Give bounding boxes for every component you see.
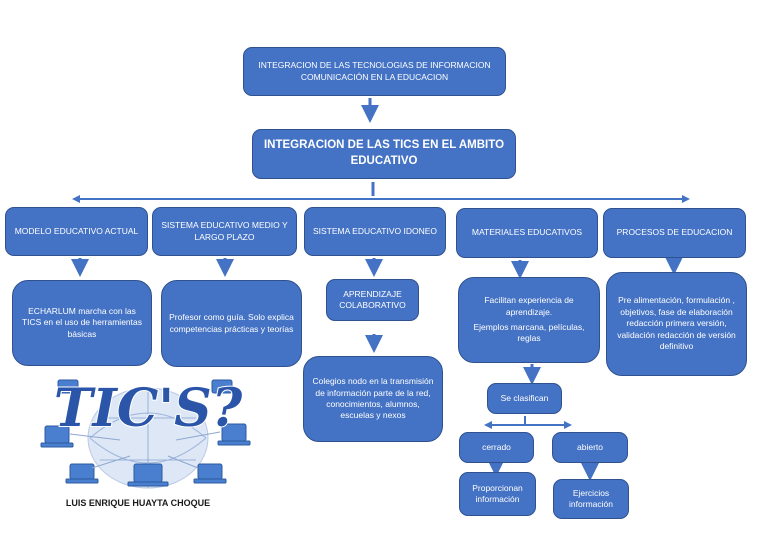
branch-detail-text: ECHARLUM marcha con las TICS en el uso d… <box>21 305 142 339</box>
branch-heading: MODELO EDUCATIVO ACTUAL <box>14 225 139 236</box>
branch-heading: SISTEMA EDUCATIVO IDONEO <box>312 225 438 236</box>
branch-detail-text: Profesor como guía. Solo explica compete… <box>169 312 294 334</box>
subtitle-box: INTEGRACION DE LAS TICS EN EL AMBITO EDU… <box>252 129 516 179</box>
branch-materiales: MATERIALES EDUCATIVOS <box>456 208 598 258</box>
branch-detail2-text: Colegios nodo en la transmisión de infor… <box>312 376 434 421</box>
type-label: cerrado <box>482 441 511 452</box>
branch-detail-text: APRENDIZAJE COLABORATIVO <box>339 288 406 310</box>
classify-arrow-right <box>564 421 572 429</box>
branch-detail-text: Pre alimentación, formulación , objetivo… <box>617 295 736 352</box>
branch-sistema-medio-detail: Profesor como guía. Solo explica compete… <box>161 280 302 367</box>
branch-aprendizaje-box: APRENDIZAJE COLABORATIVO <box>326 279 419 321</box>
type-desc: Proporcionan información <box>472 482 523 504</box>
type-cerrado-desc: Proporcionan información <box>459 472 536 516</box>
logo-text: TIC'S? <box>54 378 243 439</box>
type-desc: Ejercicios información <box>569 487 613 509</box>
branch-colegios-box: Colegios nodo en la transmisión de infor… <box>303 356 443 442</box>
branch-detail-text: Facilitan experiencia de aprendizaje. <box>484 295 574 317</box>
type-cerrado-box: cerrado <box>459 432 534 463</box>
author-name: LUIS ENRIQUE HUAYTA CHOQUE <box>65 498 211 508</box>
title-box: INTEGRACION DE LAS TECNOLOGIAS DE INFORM… <box>243 47 506 96</box>
branch-modelo-educativo: MODELO EDUCATIVO ACTUAL <box>5 207 148 256</box>
type-label: abierto <box>577 441 603 452</box>
branch-sistema-idoneo: SISTEMA EDUCATIVO IDONEO <box>304 207 446 256</box>
classify-box: Se clasifican <box>487 383 562 414</box>
classify-arrow-left <box>484 421 492 429</box>
classify-text: Se clasifican <box>500 392 549 403</box>
arrowhead-right <box>682 195 690 203</box>
branch-modelo-detail: ECHARLUM marcha con las TICS en el uso d… <box>12 280 152 366</box>
tics-logo-illustration: TIC'S? <box>40 377 251 489</box>
branch-procesos: PROCESOS DE EDUCACION <box>603 208 746 258</box>
arrowhead-left <box>72 195 80 203</box>
type-abierto-box: abierto <box>552 432 628 463</box>
branch-procesos-detail: Pre alimentación, formulación , objetivo… <box>606 272 747 376</box>
type-abierto-desc: Ejercicios información <box>553 479 629 519</box>
branch-heading: MATERIALES EDUCATIVOS <box>471 227 583 238</box>
branch-sistema-medio: SISTEMA EDUCATIVO MEDIO Y LARGO PLAZO <box>152 207 297 256</box>
branch-materiales-detail: Facilitan experiencia de aprendizaje. Ej… <box>458 277 600 363</box>
laptop-icon <box>40 379 251 487</box>
branch-heading: PROCESOS DE EDUCACION <box>616 227 733 238</box>
branch-detail-extra-text: Ejemplos marcana, películas, reglas <box>473 322 585 344</box>
branch-heading: SISTEMA EDUCATIVO MEDIO Y LARGO PLAZO <box>161 220 288 242</box>
subtitle-text: INTEGRACION DE LAS TICS EN EL AMBITO EDU… <box>263 139 505 167</box>
title-text: INTEGRACION DE LAS TECNOLOGIAS DE INFORM… <box>258 60 491 82</box>
